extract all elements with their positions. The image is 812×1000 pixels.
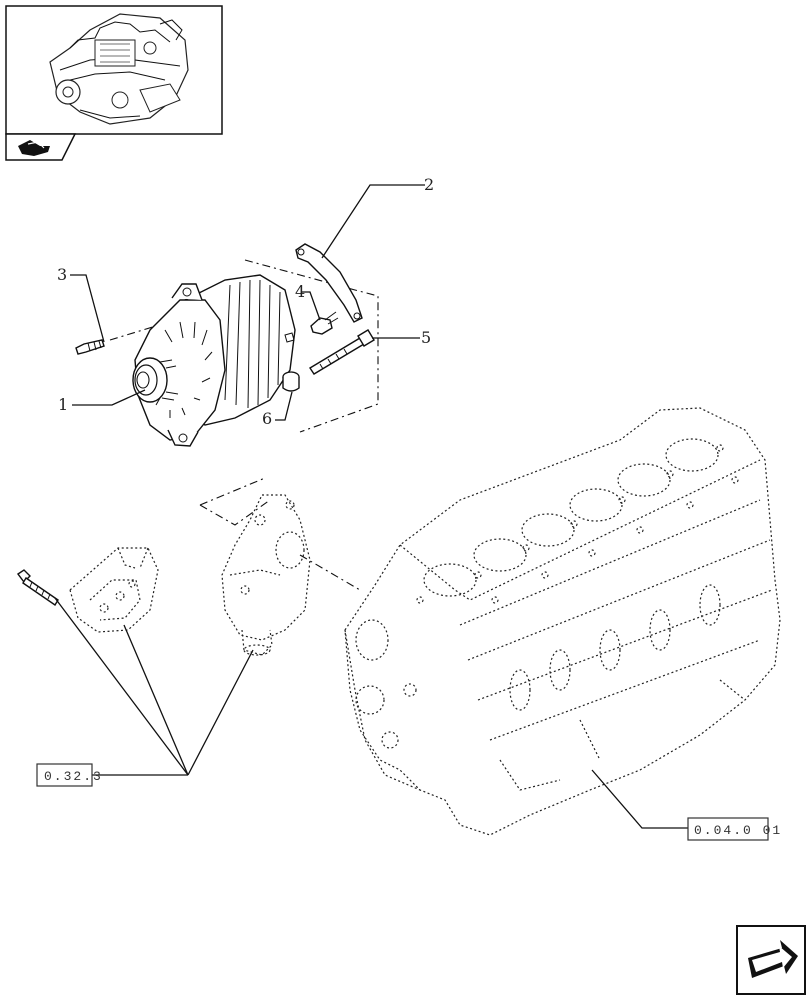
callout-4: 4 [295,282,305,301]
callout-3: 3 [57,265,67,284]
spacer-6[interactable] [282,371,300,392]
bolt-3[interactable] [75,339,105,355]
bolt-5[interactable] [309,329,375,375]
bracket-strap[interactable] [295,243,363,323]
callout-2: 2 [424,175,434,194]
reference-label-a: 0.32.3 [44,769,103,784]
coolant-housing[interactable] [221,494,311,656]
engine-thumbnail-icon[interactable] [5,5,223,135]
long-screw[interactable] [16,569,59,606]
alternator[interactable] [132,274,296,447]
reference-box-a[interactable]: 0.32.3 [36,763,103,787]
reference-label-b: 0.04.0 01 [694,823,782,838]
book-section-icon[interactable] [5,133,77,161]
callout-5: 5 [421,328,431,347]
engine-block[interactable] [344,407,781,836]
callout-6: 6 [262,409,272,428]
leader-lines [54,184,688,829]
reference-box-b[interactable]: 0.04.0 01 [687,817,782,841]
next-page-arrow-icon[interactable] [736,925,806,995]
bolt-4[interactable] [310,311,339,335]
mounting-bracket[interactable] [69,547,159,633]
callout-1: 1 [58,395,68,414]
